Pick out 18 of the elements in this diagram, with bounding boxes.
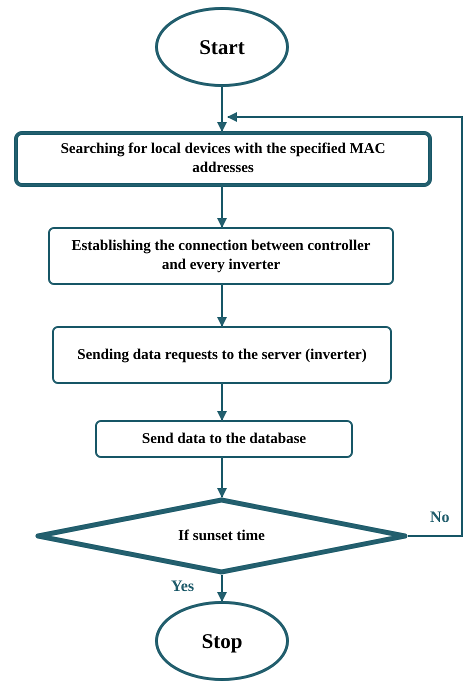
arrow (217, 458, 227, 498)
process-box (52, 326, 392, 384)
terminal-label: Start (199, 38, 245, 56)
process-label: Sending data requests to the server (inverter) (77, 346, 367, 364)
process-label: Searching for local devices with the specified MAC addresses (60, 140, 386, 178)
arrow (217, 575, 227, 602)
arrow (217, 285, 227, 327)
process-box (95, 420, 353, 458)
arrow (227, 112, 463, 537)
process-box (48, 227, 394, 285)
process-label: Establishing the connection between controller and every inverter (70, 237, 372, 275)
arrow (217, 384, 227, 421)
decision-label: If sunset time (178, 526, 265, 546)
process-box (14, 131, 432, 187)
arrow (217, 187, 227, 228)
arrow (217, 87, 227, 132)
process-label: Send data to the database (142, 430, 306, 448)
terminal-label: Stop (202, 632, 242, 650)
